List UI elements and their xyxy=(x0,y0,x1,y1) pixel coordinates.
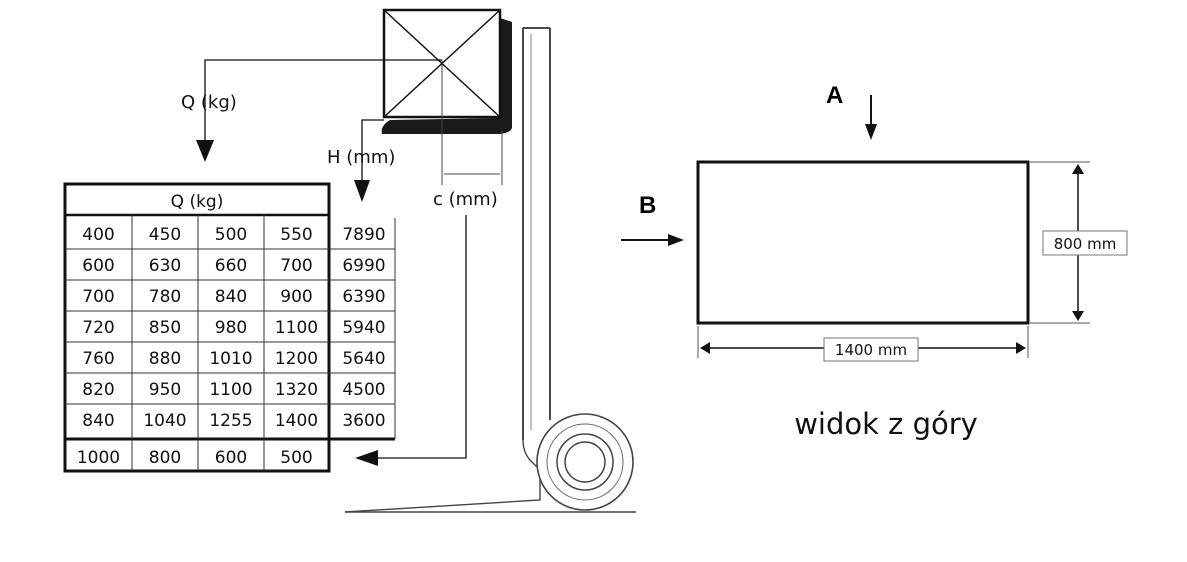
table-cell-h: 6390 xyxy=(342,287,385,307)
table-cell-q: 850 xyxy=(149,318,181,338)
pallet-outline xyxy=(696,160,1030,325)
table-cell-q: 1010 xyxy=(209,349,252,369)
table-cell-q: 880 xyxy=(149,349,181,369)
q-arrow-icon xyxy=(196,140,214,162)
table-cell-h: 7890 xyxy=(342,225,385,245)
table-cell-q: 760 xyxy=(82,349,114,369)
table-cell-q: 550 xyxy=(280,225,312,245)
mast xyxy=(522,27,551,440)
table-cell-q: 1400 xyxy=(275,411,318,431)
table-cell-q: 780 xyxy=(149,287,181,307)
c-leader-line xyxy=(378,215,467,459)
table-cell-q: 900 xyxy=(280,287,312,307)
load-table: Q (kg) 400 450 500 550 7890 600 630 660 700 6990 7… xyxy=(63,182,396,473)
table-cell-q: 660 xyxy=(215,256,247,276)
wheel xyxy=(536,413,634,511)
table-cell-q: 820 xyxy=(82,380,114,400)
table-cell-q: 450 xyxy=(149,225,181,245)
table-cell-q: 950 xyxy=(149,380,181,400)
table-cell-q: 840 xyxy=(82,411,114,431)
width-arrow-left-icon xyxy=(700,342,710,354)
table-cell-q: 1255 xyxy=(209,411,252,431)
table-cell-q: 400 xyxy=(82,225,114,245)
c-label: c (mm) xyxy=(433,189,498,210)
table-cell-h: 4500 xyxy=(342,380,385,400)
table-cell-q: 700 xyxy=(82,287,114,307)
arrow-a-icon xyxy=(865,124,877,140)
q-label: Q (kg) xyxy=(181,92,237,113)
table-cell-c: 600 xyxy=(215,448,247,468)
table-grid xyxy=(65,215,396,471)
table-cell-q: 500 xyxy=(215,225,247,245)
truck-body xyxy=(344,439,541,513)
table-cell-q: 1040 xyxy=(143,411,186,431)
table-cell-c: 800 xyxy=(149,448,181,468)
table-cell-c: 1000 xyxy=(77,448,120,468)
depth-arrow-top-icon xyxy=(1072,164,1084,174)
table-cell-q: 720 xyxy=(82,318,114,338)
q-leader-line xyxy=(204,59,442,140)
depth-label: 800 mm xyxy=(1054,235,1117,253)
table-cell-h: 6990 xyxy=(342,256,385,276)
table-cell-q: 600 xyxy=(82,256,114,276)
c-arrow-icon xyxy=(355,450,378,466)
carriage-plate xyxy=(381,18,512,134)
h-arrow-icon xyxy=(354,180,370,202)
table-cell-q: 1100 xyxy=(275,318,318,338)
width-label: 1400 mm xyxy=(835,341,907,359)
depth-label-box xyxy=(1042,230,1128,256)
table-cell-q: 1200 xyxy=(275,349,318,369)
forklift-drawing: Q (kg) H (mm) c (mm) xyxy=(181,8,636,513)
table-cell-q: 700 xyxy=(280,256,312,276)
arrow-b-label: B xyxy=(639,192,656,219)
top-view: A B 800 mm 1400 mm widok z góry xyxy=(621,82,1128,441)
table-cells: 400 450 500 550 7890 600 630 660 700 6990 700 780 84… xyxy=(77,225,386,468)
width-arrow-right-icon xyxy=(1016,342,1026,354)
table-cell-h: 5640 xyxy=(342,349,385,369)
table-cell-q: 980 xyxy=(215,318,247,338)
width-label-box xyxy=(823,337,919,362)
h-label: H (mm) xyxy=(327,147,395,168)
table-cell-c: 500 xyxy=(280,448,312,468)
arrow-a-label: A xyxy=(826,82,843,109)
table-cell-q: 1100 xyxy=(209,380,252,400)
table-cell-h: 3600 xyxy=(342,411,385,431)
arrow-b-icon xyxy=(668,234,684,246)
table-cell-q: 630 xyxy=(149,256,181,276)
table-cell-h: 5940 xyxy=(342,318,385,338)
top-view-caption: widok z góry xyxy=(794,407,978,441)
table-header: Q (kg) xyxy=(171,192,224,212)
table-cell-q: 1320 xyxy=(275,380,318,400)
depth-arrow-bottom-icon xyxy=(1072,311,1084,321)
h-leader-line xyxy=(361,119,384,180)
table-cell-q: 840 xyxy=(215,287,247,307)
